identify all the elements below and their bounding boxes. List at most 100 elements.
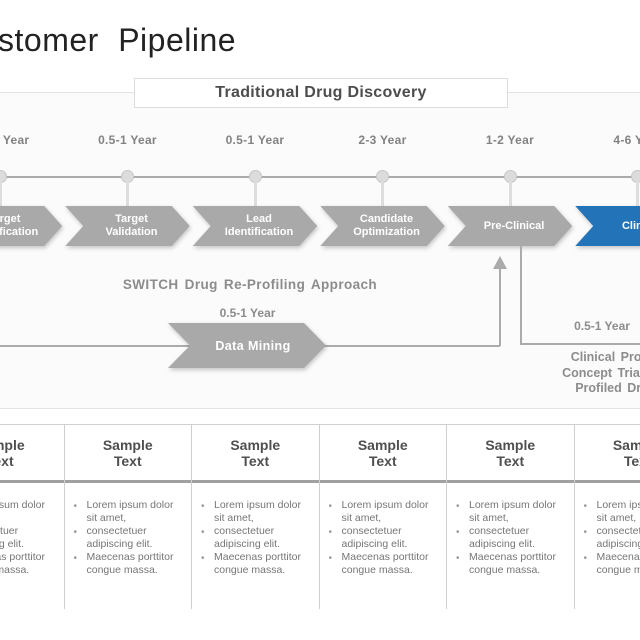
table-column-header: Sample Text (102, 436, 153, 469)
list-item-text: Maecenas porttitor congue massa. (596, 551, 640, 576)
stage-duration-clinical: 4-6 Year (613, 133, 640, 147)
table-column-4: Sample Text•Lorem ipsum dolor sit amet,•… (318, 425, 447, 609)
table-column-1: Sample Text•Lorem ipsum dolor sit amet,•… (0, 425, 64, 609)
list-item: •Lorem ipsum dolor sit amet, (329, 499, 441, 525)
list-item: •Lorem ipsum dolor sit amet, (201, 499, 313, 525)
bullet-icon: • (73, 553, 78, 564)
list-item-text: Lorem ipsum dolor sit amet, (341, 499, 429, 524)
table-column-body: •Lorem ipsum dolor sit amet,•consectetue… (0, 480, 64, 577)
table-column-header: Sample Text (0, 436, 25, 469)
list-item-text: Maecenas porttitor congue massa. (0, 551, 45, 576)
list-item-text: consectetuer adipiscing elit. (0, 525, 24, 550)
timeline-connector (636, 182, 639, 206)
list-item-text: Lorem ipsum dolor sit amet, (0, 499, 45, 511)
list-item: • Maecenas porttitor congue massa. (329, 551, 441, 577)
stage-chevron-target-identification: TargetIdentification (0, 206, 62, 246)
list-item-text: Maecenas porttitor congue massa. (341, 551, 429, 576)
list-item-text: consectetuer adipiscing elit. (596, 525, 640, 550)
table-column-body: •Lorem ipsum dolor sit amet, • consectetue… (447, 480, 574, 577)
table-column-body: •Lorem ipsum dolor sit amet,•consectetue… (320, 480, 447, 577)
outcome-connector-horizontal (520, 343, 640, 345)
bullet-icon: • (201, 553, 205, 564)
timeline-connector (508, 182, 512, 206)
bullet-icon: • (201, 527, 205, 538)
list-item: •Lorem ipsum dolor sit amet, (584, 499, 640, 525)
outcome-duration: 0.5-1 Year (574, 319, 630, 333)
list-item: •Maecenas porttitor congue massa. (0, 551, 58, 577)
list-item: • Lorem ipsum dolor sit amet, (74, 499, 186, 525)
outcome-text-line: Concept Trial wi (562, 365, 640, 380)
list-item: •consectetuer adipiscing elit. (0, 525, 58, 551)
timeline-dot-icon (631, 170, 640, 183)
outcome-text-line: Profiled Dru (575, 381, 640, 395)
stage-duration-target-identification: 0.5-1 Year (0, 133, 30, 147)
stage-duration-lead-identification: 0.5-1 Year (225, 133, 285, 147)
bullet-icon: • (583, 553, 588, 564)
stage-chevron-label: Pre-Clinical (483, 219, 545, 232)
table-header-rule (0, 480, 640, 483)
timeline-connector (381, 182, 384, 206)
stage-chevron-clinical: Clinical (575, 206, 640, 246)
stage-chevron-label: Optimization (353, 226, 420, 238)
table-column-body: • Lorem ipsum dolor sit amet, • consectetue… (65, 480, 192, 577)
bullet-icon: • (73, 527, 78, 538)
table-column-header: Sample Text (612, 436, 640, 469)
stage-chevron-label: Candidate (359, 213, 414, 225)
table-column-6: Sample Text•Lorem ipsum dolor sit amet,•… (573, 425, 640, 609)
list-item: • consectetuer adipiscing elit. (201, 525, 313, 551)
table-column-2: Sample Text•Lorem ipsum dolor sit amet,•… (63, 425, 192, 609)
list-item: •Lorem ipsum dolor sit amet, (456, 499, 568, 525)
timeline-connector (126, 182, 129, 206)
bullet-icon: • (456, 527, 460, 538)
table-column-header: Sample Text (485, 436, 536, 469)
table-column-body: •Lorem ipsum dolor sit amet,•consectetue… (575, 480, 640, 577)
section-header-label: Traditional Drug Discovery (215, 84, 427, 101)
table-column-header: Sample Text (357, 436, 408, 469)
data-mining-duration: 0.5-1 Year (219, 306, 276, 320)
data-mining-arrow: Data Mining (168, 323, 326, 368)
list-item: • consectetuer adipiscing elit. (74, 525, 186, 551)
table-column-body: •Lorem ipsum dolor sit amet,•consectetue… (192, 480, 319, 577)
stage-duration-pre-clinical: 1-2 Year (485, 133, 535, 147)
feedback-arrow-head-icon (493, 256, 507, 269)
stage-chevron-label: Clinical (621, 219, 640, 232)
stage-chevron-label: Identification (224, 226, 294, 238)
stage-chevron-label: Validation (105, 226, 158, 238)
outcome-connector-vertical (520, 246, 522, 344)
stage-chevron-label: Target (115, 213, 148, 225)
list-item-text: Lorem ipsum dolor sit amet, (86, 499, 174, 524)
list-item-text: consectetuer adipiscing elit. (214, 525, 280, 550)
bullet-icon: • (73, 501, 78, 512)
list-item: • consectetuer adipiscing elit. (456, 525, 568, 551)
stage-chevron-pre-clinical: Pre-Clinical (448, 206, 573, 246)
list-item: • Maecenas porttitor congue massa. (201, 551, 313, 577)
sample-table: Sample Text•Lorem ipsum dolor sit amet,•… (0, 424, 640, 609)
list-item: •consectetuer adipiscing elit. (329, 525, 441, 551)
list-item: •Lorem ipsum dolor sit amet, (0, 499, 58, 525)
bullet-icon: • (201, 501, 205, 512)
timeline-connector (253, 182, 257, 206)
table-column-5: Sample Text•Lorem ipsum dolor sit amet,•… (446, 425, 574, 609)
section-header-box: Traditional Drug Discovery (134, 78, 508, 108)
table-column-header: Sample Text (230, 436, 281, 469)
stage-duration-target-validation: 0.5-1 Year (98, 133, 157, 147)
list-item: • Maecenas porttitor congue massa. (456, 551, 568, 577)
bullet-icon: • (328, 553, 333, 564)
bullet-icon: • (456, 553, 460, 564)
timeline-axis (0, 176, 640, 178)
list-item-text: Maecenas porttitor congue massa. (469, 551, 556, 576)
list-item-text: consectetuer adipiscing elit. (469, 525, 535, 550)
stage-chevron-label: Lead (246, 213, 272, 225)
bullet-icon: • (583, 501, 588, 512)
stage-duration-candidate-optimization: 2-3 Year (358, 133, 407, 147)
list-item-text: consectetuer adipiscing elit. (86, 525, 153, 550)
table-column-3: Sample Text•Lorem ipsum dolor sit amet,•… (191, 425, 319, 609)
list-item-text: Maecenas porttitor congue massa. (214, 551, 301, 576)
list-item: • Maecenas porttitor congue massa. (584, 551, 640, 577)
discovery-panel (0, 92, 640, 409)
list-item: •consectetuer adipiscing elit. (584, 525, 640, 551)
